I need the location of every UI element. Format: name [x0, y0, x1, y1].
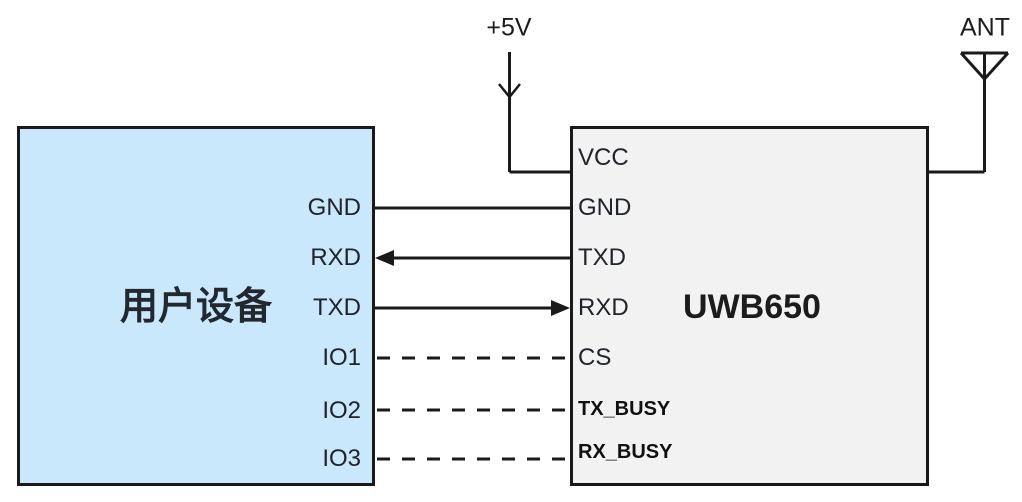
pin-user-io3: IO3 [322, 445, 361, 472]
pin-uwb-rxd: RXD [578, 294, 629, 321]
antenna-icon [929, 51, 1010, 174]
arrowhead-right-icon [551, 300, 570, 316]
power-label: +5V [486, 13, 532, 42]
pin-user-io1: IO1 [322, 344, 361, 371]
pin-uwb-txd: TXD [578, 244, 626, 271]
pin-uwb-rxbusy: RX_BUSY [578, 441, 673, 463]
pin-user-rxd: RXD [310, 244, 361, 271]
pin-uwb-txbusy: TX_BUSY [578, 398, 671, 420]
antenna-label: ANT [960, 13, 1010, 42]
user-device-block [17, 126, 375, 486]
down-arrow-icon [498, 83, 521, 99]
pin-uwb-vcc: VCC [578, 144, 629, 171]
uwb650-title: UWB650 [683, 288, 821, 326]
pin-uwb-gnd: GND [578, 194, 632, 221]
power-wire [498, 52, 570, 174]
arrowhead-left-icon [375, 250, 394, 266]
pin-user-gnd: GND [307, 194, 361, 221]
uwb650-block [570, 126, 929, 486]
user-device-title: 用户设备 [119, 286, 273, 328]
pin-user-io2: IO2 [322, 397, 361, 424]
pin-user-txd: TXD [313, 294, 361, 321]
pin-uwb-cs: CS [578, 344, 612, 371]
